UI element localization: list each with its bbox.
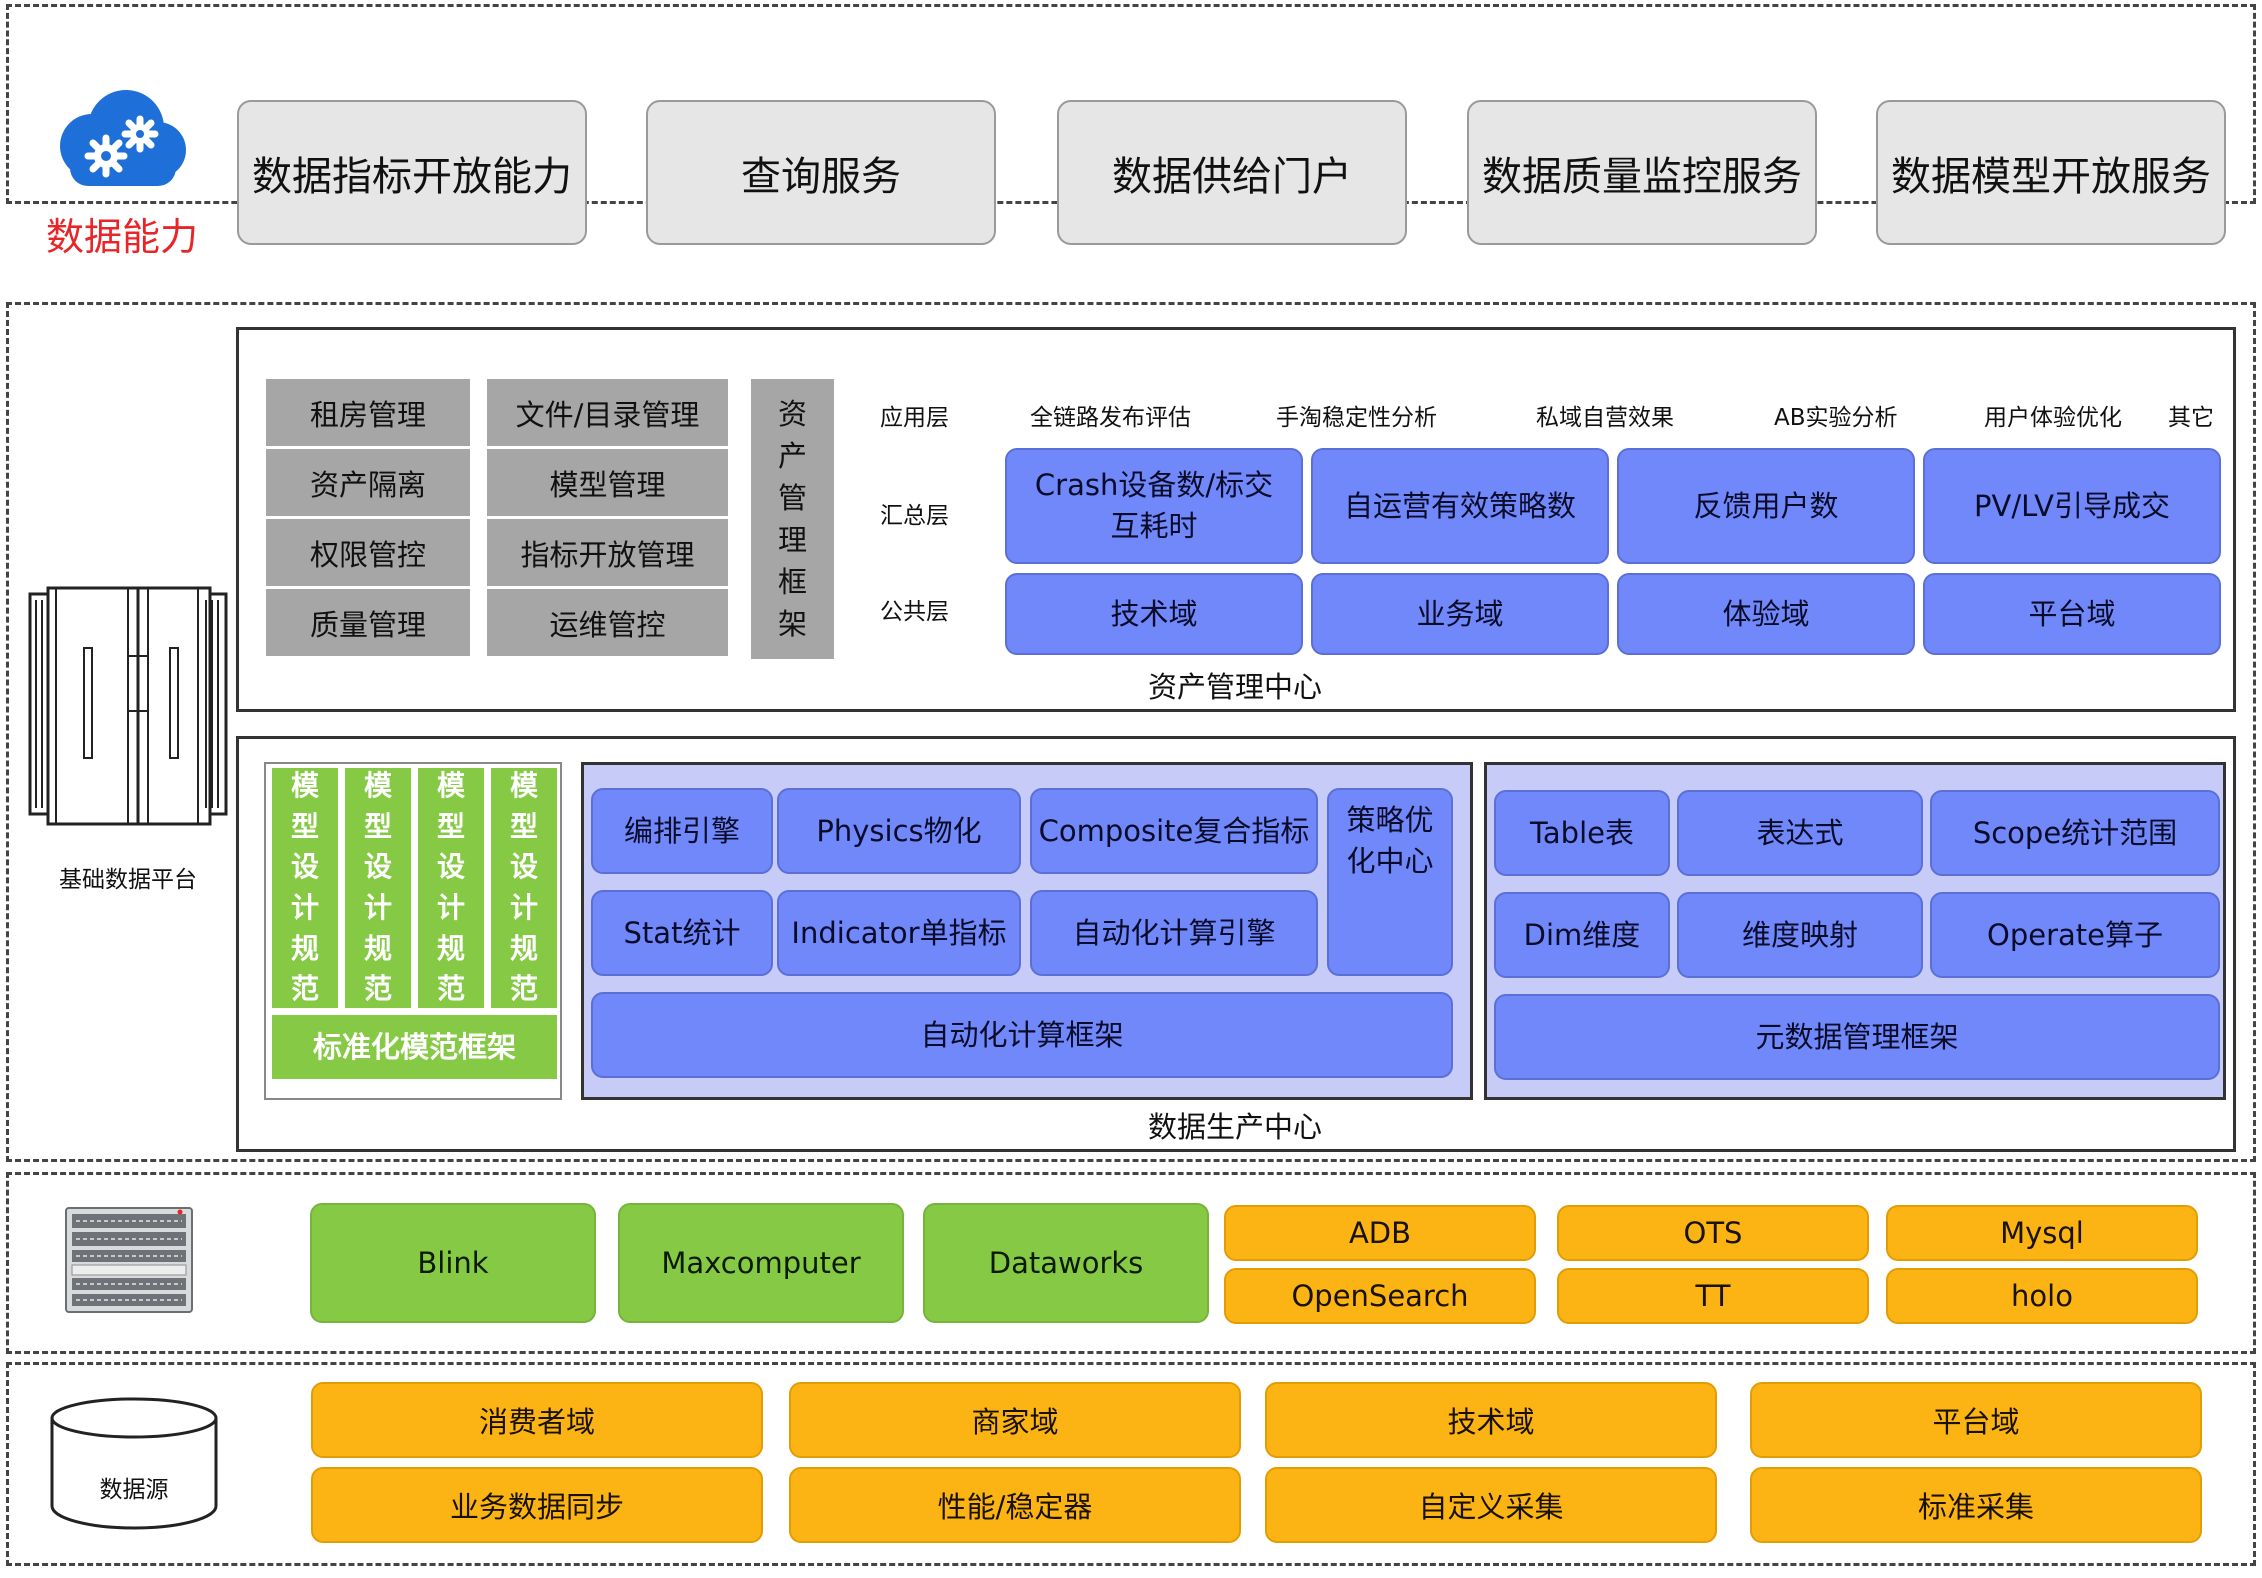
engine-blink[interactable]: Blink [310, 1203, 596, 1323]
domain-box-business[interactable]: 业务域 [1311, 573, 1609, 655]
engine-holo[interactable]: holo [1886, 1268, 2198, 1324]
production-center-title: 数据生产中心 [1147, 1110, 1322, 1144]
spec-column-4: 模型设计规范 [491, 768, 557, 1008]
meta-framework[interactable]: 元数据管理框架 [1494, 994, 2220, 1080]
domain-box-platform[interactable]: 平台域 [1923, 573, 2221, 655]
mgmt-item-model[interactable]: 模型管理 [487, 449, 728, 516]
capability-button-metrics[interactable]: 数据指标开放能力 [237, 100, 587, 245]
spec-column-2: 模型设计规范 [345, 768, 411, 1008]
app-item-ab-test: AB实验分析 [1774, 405, 1898, 431]
mgmt-item-isolation[interactable]: 资产隔离 [266, 449, 470, 516]
engine-mysql[interactable]: Mysql [1886, 1205, 2198, 1261]
compute-physics[interactable]: Physics物化 [777, 788, 1021, 874]
asset-center-panel [236, 327, 2236, 712]
summary-box-pvlv[interactable]: PV/LV引导成交 [1923, 448, 2221, 564]
layer-label-app: 应用层 [880, 405, 949, 431]
mgmt-item-tenant[interactable]: 租房管理 [266, 379, 470, 446]
mgmt-item-permission[interactable]: 权限管控 [266, 519, 470, 586]
app-item-stability: 手淘稳定性分析 [1276, 405, 1437, 431]
cloud-gear-icon [44, 82, 190, 200]
asset-framework-vertical: 资 产 管 理 框 架 [751, 379, 834, 659]
compute-strategy-center[interactable]: 策略优化中心 [1327, 788, 1453, 976]
mgmt-item-files[interactable]: 文件/目录管理 [487, 379, 728, 446]
engine-ots[interactable]: OTS [1557, 1205, 1869, 1261]
meta-dim[interactable]: Dim维度 [1494, 892, 1670, 978]
capability-button-quality[interactable]: 数据质量监控服务 [1467, 100, 1817, 245]
engine-section [6, 1172, 2256, 1354]
source-platform-domain[interactable]: 平台域 [1750, 1382, 2202, 1458]
server-rack-icon [28, 586, 228, 828]
source-custom-collect[interactable]: 自定义采集 [1265, 1467, 1717, 1543]
capability-button-portal[interactable]: 数据供给门户 [1057, 100, 1407, 245]
summary-box-feedback[interactable]: 反馈用户数 [1617, 448, 1915, 564]
summary-box-crash[interactable]: Crash设备数/标交互耗时 [1005, 448, 1303, 564]
mgmt-item-metric-open[interactable]: 指标开放管理 [487, 519, 728, 586]
compute-stat[interactable]: Stat统计 [591, 890, 773, 976]
spec-framework[interactable]: 标准化模范框架 [272, 1015, 557, 1079]
engine-opensearch[interactable]: OpenSearch [1224, 1268, 1536, 1324]
meta-operator[interactable]: Operate算子 [1930, 892, 2220, 978]
compute-indicator[interactable]: Indicator单指标 [777, 890, 1021, 976]
production-center-panel [236, 736, 2236, 1152]
engine-tt[interactable]: TT [1557, 1268, 1869, 1324]
hardware-server-icon [62, 1204, 196, 1316]
compute-auto-engine[interactable]: 自动化计算引擎 [1030, 890, 1318, 976]
source-perf-stability[interactable]: 性能/稳定器 [789, 1467, 1241, 1543]
asset-center-title: 资产管理中心 [1147, 670, 1322, 704]
summary-box-strategy[interactable]: 自运营有效策略数 [1311, 448, 1609, 564]
platform-label: 基础数据平台 [59, 867, 197, 893]
spec-column-1: 模型设计规范 [272, 768, 338, 1008]
capability-button-model[interactable]: 数据模型开放服务 [1876, 100, 2226, 245]
meta-dim-mapping[interactable]: 维度映射 [1677, 892, 1923, 978]
mgmt-item-quality[interactable]: 质量管理 [266, 589, 470, 656]
domain-box-experience[interactable]: 体验域 [1617, 573, 1915, 655]
source-standard-collect[interactable]: 标准采集 [1750, 1467, 2202, 1543]
source-business-sync[interactable]: 业务数据同步 [311, 1467, 763, 1543]
app-item-ux: 用户体验优化 [1984, 405, 2122, 431]
source-merchant-domain[interactable]: 商家域 [789, 1382, 1241, 1458]
meta-scope[interactable]: Scope统计范围 [1930, 790, 2220, 876]
engine-adb[interactable]: ADB [1224, 1205, 1536, 1261]
source-tech-domain[interactable]: 技术域 [1265, 1382, 1717, 1458]
mgmt-item-ops[interactable]: 运维管控 [487, 589, 728, 656]
domain-box-tech[interactable]: 技术域 [1005, 573, 1303, 655]
source-section [6, 1362, 2256, 1566]
layer-label-summary: 汇总层 [880, 503, 949, 529]
compute-orchestration[interactable]: 编排引擎 [591, 788, 773, 874]
app-item-release-eval: 全链路发布评估 [1030, 405, 1191, 431]
source-label: 数据源 [99, 1477, 169, 1503]
capability-button-query[interactable]: 查询服务 [646, 100, 996, 245]
compute-framework[interactable]: 自动化计算框架 [591, 992, 1453, 1078]
compute-composite[interactable]: Composite复合指标 [1030, 788, 1318, 874]
source-consumer-domain[interactable]: 消费者域 [311, 1382, 763, 1458]
layer-label-public: 公共层 [880, 599, 949, 625]
app-item-other: 其它 [2168, 405, 2214, 431]
platform-section [6, 302, 2256, 1162]
engine-dataworks[interactable]: Dataworks [923, 1203, 1209, 1323]
database-cylinder-icon [48, 1396, 220, 1532]
spec-column-3: 模型设计规范 [418, 768, 484, 1008]
engine-maxcomputer[interactable]: Maxcomputer [618, 1203, 904, 1323]
app-item-private-domain: 私域自营效果 [1536, 405, 1674, 431]
capability-label: 数据能力 [45, 215, 198, 259]
meta-table[interactable]: Table表 [1494, 790, 1670, 876]
meta-expression[interactable]: 表达式 [1677, 790, 1923, 876]
